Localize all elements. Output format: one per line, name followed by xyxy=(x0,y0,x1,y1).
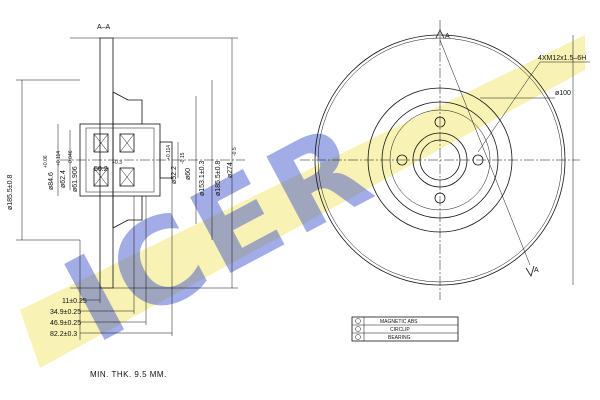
dim-hub-diameter: ø84.6 xyxy=(48,172,55,190)
legend-item-magnetic-abs: MAGNETIC ABS xyxy=(380,319,418,325)
length-dim-2: 34.9±0.25 xyxy=(50,309,81,316)
legend xyxy=(351,316,459,342)
section-mark-top: A xyxy=(445,33,450,40)
dim-pilot-diameter: ø60 xyxy=(185,168,192,180)
watermark: ICER xyxy=(20,35,585,370)
dim-friction-diameter: ø185.5±0.8 xyxy=(215,161,222,196)
length-dim-1: 11±0.25 xyxy=(62,298,87,305)
dim-center-diameter: ø52.2 xyxy=(171,166,178,184)
dim-pilot-tol: -0.15 xyxy=(180,152,186,164)
section-label: A–A xyxy=(97,24,111,31)
legend-item-bearing: BEARING xyxy=(388,335,411,341)
length-dimensions xyxy=(79,178,173,340)
diameter-dimensions xyxy=(16,38,233,288)
dim-seat-diameter: 50.2 xyxy=(94,166,108,173)
dim-disc-diameter: ø274 xyxy=(227,162,234,178)
dim-bearing-tol-upper: +0.114 xyxy=(56,151,62,166)
dim-outer-diameter: ø185.5±0.8 xyxy=(7,175,14,210)
thread-spec: 4XM12x1.5–6H xyxy=(538,55,586,62)
dim-inner-diameter: ø61.906 xyxy=(72,166,79,192)
length-dim-4: 82.2±0.3 xyxy=(50,331,77,338)
dim-center-tol-upper: +0.114 xyxy=(166,145,172,160)
length-dim-3: 46.9±0.25 xyxy=(50,320,81,327)
dim-seat-tol: +0.3 xyxy=(112,160,122,166)
front-view xyxy=(300,20,590,300)
pcd-label: ø100 xyxy=(555,90,571,97)
section-mark-bottom: A xyxy=(534,267,539,274)
min-thickness-note: MIN. THK. 9.5 MM. xyxy=(90,370,167,379)
dim-hub-tol-upper: +0.06 xyxy=(43,155,49,168)
dim-bolt-circle: ø153.1±0.3 xyxy=(199,161,206,196)
dim-bearing-diameter: ø62.4 xyxy=(60,170,67,188)
dim-disc-tol: -0.5 xyxy=(232,147,238,156)
legend-item-circlip: CIRCLIP xyxy=(390,327,410,333)
watermark-text: ICER xyxy=(43,95,396,370)
cross-section-view xyxy=(60,37,245,289)
dim-inner-tol-upper: 0.046 xyxy=(68,150,74,163)
